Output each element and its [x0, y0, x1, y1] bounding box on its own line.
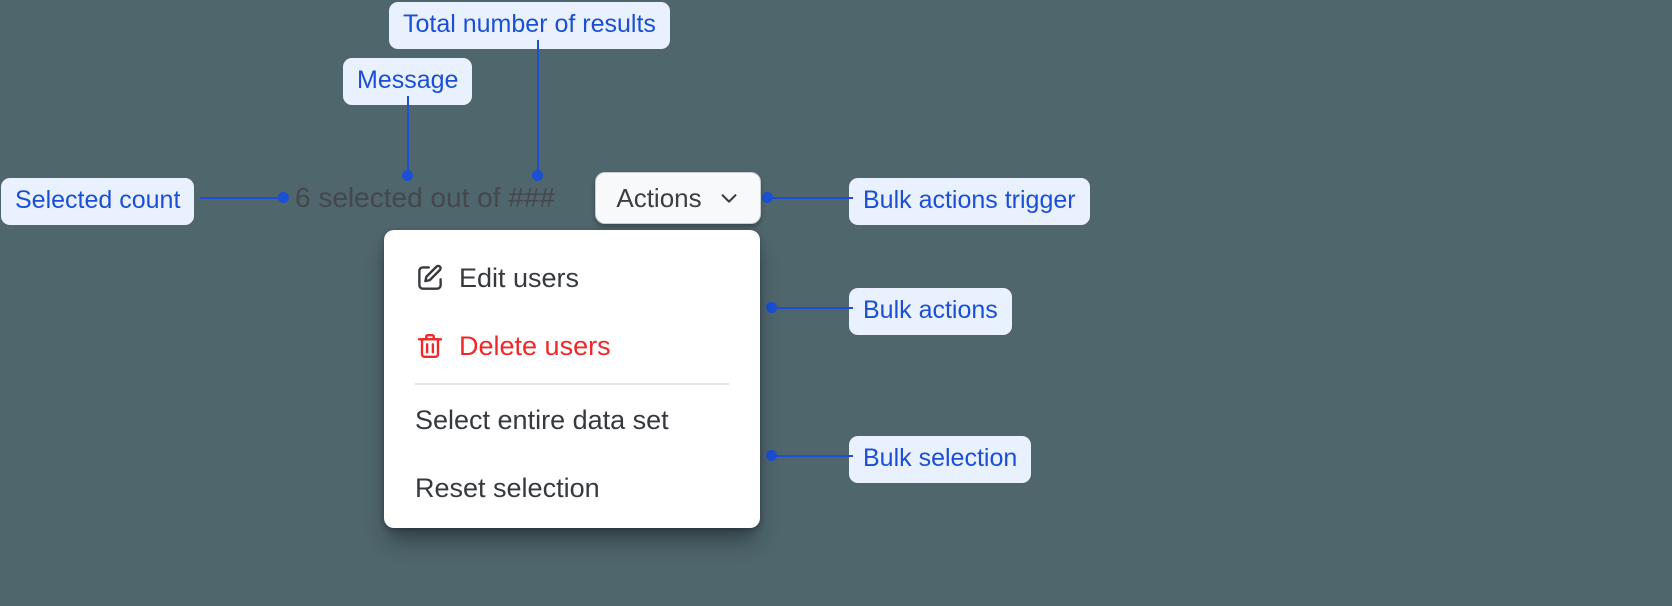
chevron-down-icon: [718, 187, 740, 209]
selected-count-message: 6 selected out of ###: [295, 182, 555, 213]
connector-dot-message: [402, 170, 413, 181]
connector-total-number-of-results: [537, 40, 539, 176]
menu-item-edit-users[interactable]: Edit users: [384, 244, 760, 312]
bulk-actions-menu: Edit users Delete users Select entire da…: [384, 230, 760, 528]
connector-selected-count: [200, 197, 285, 199]
menu-item-reset-selection[interactable]: Reset selection: [384, 454, 760, 522]
connector-dot-bulk-selection: [766, 450, 777, 461]
bulk-actions-trigger-label: Actions: [616, 183, 702, 213]
menu-item-delete-users-label: Delete users: [459, 330, 611, 361]
callout-bulk-actions-trigger: Bulk actions trigger: [849, 178, 1090, 225]
bulk-actions-trigger-button[interactable]: Actions: [595, 172, 761, 224]
menu-item-select-entire-data-set-label: Select entire data set: [415, 404, 669, 435]
callout-bulk-selection: Bulk selection: [849, 436, 1032, 483]
trash-icon: [415, 331, 459, 361]
callout-total-number-of-results: Total number of results: [389, 2, 670, 49]
connector-dot-total-number-of-results: [532, 170, 543, 181]
menu-item-select-entire-data-set[interactable]: Select entire data set: [384, 386, 760, 454]
callout-bulk-actions: Bulk actions: [849, 288, 1012, 335]
connector-bulk-actions-trigger: [768, 197, 853, 199]
menu-divider: [415, 383, 729, 385]
connector-dot-bulk-actions: [766, 302, 777, 313]
callout-selected-count: Selected count: [1, 178, 195, 225]
connector-bulk-actions: [772, 307, 853, 309]
menu-item-delete-users[interactable]: Delete users: [384, 312, 760, 380]
connector-message: [407, 96, 409, 176]
connector-bulk-selection: [772, 455, 853, 457]
menu-item-edit-users-label: Edit users: [459, 262, 580, 293]
menu-item-reset-selection-label: Reset selection: [415, 472, 600, 503]
connector-dot-bulk-actions-trigger: [762, 192, 773, 203]
connector-dot-selected-count: [278, 192, 289, 203]
edit-pencil-square-icon: [415, 263, 459, 293]
